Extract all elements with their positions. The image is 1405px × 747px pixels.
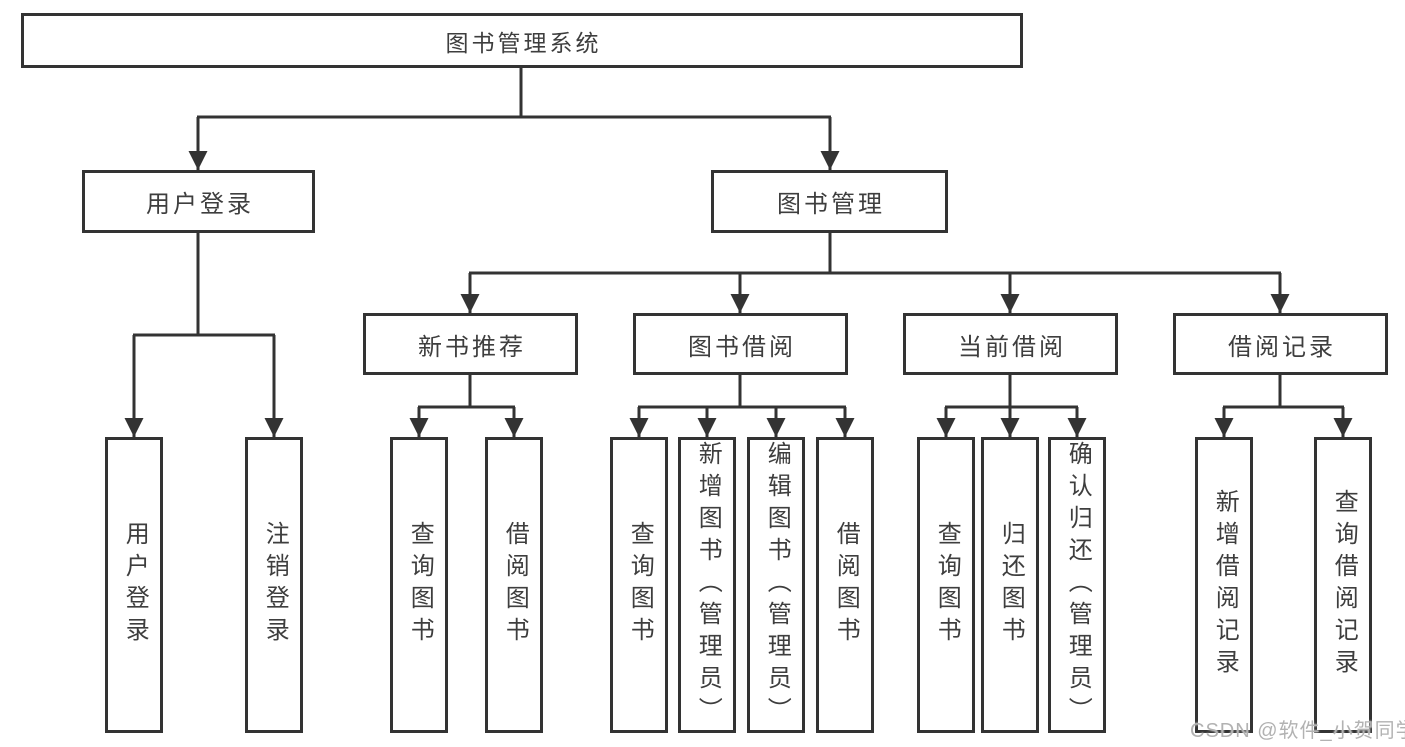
watermark: CSDN @软件_小贺同学 (1190, 720, 1405, 742)
node-root: 图书管理系统 (21, 13, 1023, 68)
node-borrowing-records: 借阅记录 (1173, 313, 1388, 375)
leaf-query-books-borrowing: 查询图书 (610, 437, 668, 733)
leaf-logout: 注销登录 (245, 437, 303, 733)
node-new-book-recommendation: 新书推荐 (363, 313, 578, 375)
leaf-user-login: 用户登录 (105, 437, 163, 733)
node-book-management: 图书管理 (711, 170, 948, 233)
leaf-add-book-admin: 新增图书（管理员） (678, 437, 736, 733)
leaf-borrow-books-recommend: 借阅图书 (485, 437, 543, 733)
connector-trunks (133, 68, 1344, 409)
leaf-query-books-current: 查询图书 (917, 437, 975, 733)
node-book-borrowing: 图书借阅 (633, 313, 848, 375)
node-current-borrowing: 当前借阅 (903, 313, 1118, 375)
node-user-login: 用户登录 (82, 170, 315, 233)
leaf-borrow-books: 借阅图书 (816, 437, 874, 733)
leaf-add-borrow-record: 新增借阅记录 (1195, 437, 1253, 733)
leaf-confirm-return-admin: 确认归还（管理员） (1048, 437, 1106, 733)
leaf-return-books: 归还图书 (981, 437, 1039, 733)
leaf-edit-book-admin: 编辑图书（管理员） (747, 437, 805, 733)
leaf-query-borrow-record: 查询借阅记录 (1314, 437, 1372, 733)
leaf-query-books-recommend: 查询图书 (390, 437, 448, 733)
